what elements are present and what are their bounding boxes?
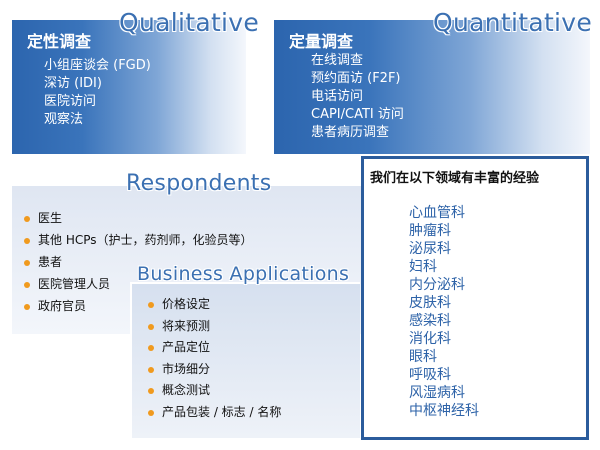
list-item: CAPI/CATI 访问	[311, 107, 404, 122]
list-item: 风湿病科	[409, 385, 465, 401]
qualitative-title-cn: 定性调查	[27, 32, 92, 51]
bullet-icon	[148, 409, 154, 416]
list-item: 消化科	[409, 331, 451, 347]
list-item: 泌尿科	[409, 241, 451, 257]
list-item-label: 概念测试	[162, 383, 211, 397]
list-item: 医院访问	[44, 94, 97, 109]
list-item: 心血管科	[409, 205, 465, 221]
list-item: 患者	[24, 254, 253, 276]
list-item-label: 医院管理人员	[38, 277, 111, 291]
bullet-icon	[24, 238, 30, 244]
respondents-title: Respondents	[126, 171, 272, 196]
list-item: 肿瘤科	[409, 223, 451, 239]
bullet-icon	[148, 388, 154, 394]
list-item: 概念测试	[148, 382, 281, 404]
list-item: 妇科	[409, 259, 437, 275]
list-item-label: 价格设定	[162, 297, 211, 311]
experience-title: 我们在以下领域有丰富的经验	[370, 171, 540, 186]
list-item: 产品定位	[148, 339, 281, 361]
bullet-icon	[148, 302, 154, 308]
list-item: 观察法	[44, 112, 84, 127]
business-title: Business Applications	[137, 263, 350, 285]
list-item: 呼吸科	[409, 367, 451, 383]
bullet-icon	[24, 304, 30, 310]
list-item: 将来预测	[148, 318, 281, 340]
quantitative-list: 在线调查 预约面访 (F2F) 电话访问 CAPI/CATI 访问 患者病历调查	[311, 52, 404, 142]
bullet-icon	[24, 260, 30, 266]
list-item: 在线调查	[311, 53, 364, 68]
list-item-label: 政府官员	[38, 299, 87, 313]
list-item: 市场细分	[148, 361, 281, 383]
list-item: 电话访问	[311, 89, 364, 104]
list-item-label: 其他 HCPs（护士，药剂师，化验员等）	[38, 233, 253, 247]
business-panel	[130, 282, 360, 438]
bullet-icon	[148, 345, 154, 351]
bullet-icon	[24, 216, 30, 222]
quantitative-panel	[274, 20, 590, 154]
list-item: 内分泌科	[409, 277, 465, 293]
list-item: 医院管理人员	[24, 276, 253, 298]
list-item-label: 产品包装 / 标志 / 名称	[162, 404, 282, 419]
quantitative-title-cn: 定量调查	[289, 32, 354, 51]
qualitative-list: 小组座谈会 (FGD) 深访 (IDI) 医院访问 观察法	[44, 57, 151, 129]
business-list: 价格设定 将来预测 产品定位 市场细分 概念测试 产品包装 / 标志 / 名称	[148, 296, 281, 425]
list-item: 预约面访 (F2F)	[311, 71, 401, 86]
bullet-icon	[148, 366, 154, 373]
list-item: 深访 (IDI)	[44, 76, 102, 91]
list-item: 医生	[24, 210, 253, 232]
list-item-label: 市场细分	[162, 361, 211, 376]
list-item: 产品包装 / 标志 / 名称	[148, 404, 281, 426]
list-item: 价格设定	[148, 296, 281, 318]
list-item: 皮肤科	[409, 295, 451, 311]
quantitative-title-en: Quantitative	[433, 8, 593, 37]
list-item: 其他 HCPs（护士，药剂师，化验员等）	[24, 232, 253, 254]
list-item: 感染科	[409, 313, 451, 329]
list-item-label: 患者	[38, 255, 63, 269]
list-item-label: 产品定位	[162, 340, 211, 354]
list-item-label: 将来预测	[162, 318, 211, 333]
list-item-label: 医生	[38, 211, 63, 225]
list-item: 中枢神经科	[409, 403, 479, 419]
respondents-list: 医生 其他 HCPs（护士，药剂师，化验员等） 患者 医院管理人员 政府官员	[24, 210, 253, 320]
bullet-icon	[24, 282, 30, 288]
list-item: 眼科	[409, 349, 437, 365]
experience-list: 心血管科 肿瘤科 泌尿科 妇科 内分泌科 皮肤科 感染科 消化科 眼科 呼吸科 …	[409, 204, 479, 420]
list-item: 小组座谈会 (FGD)	[44, 58, 151, 73]
list-item: 政府官员	[24, 298, 253, 320]
qualitative-title-en: Qualitative	[119, 8, 260, 37]
bullet-icon	[148, 323, 154, 330]
qualitative-panel	[12, 20, 246, 154]
experience-box	[361, 156, 589, 440]
list-item: 患者病历调查	[311, 125, 390, 140]
